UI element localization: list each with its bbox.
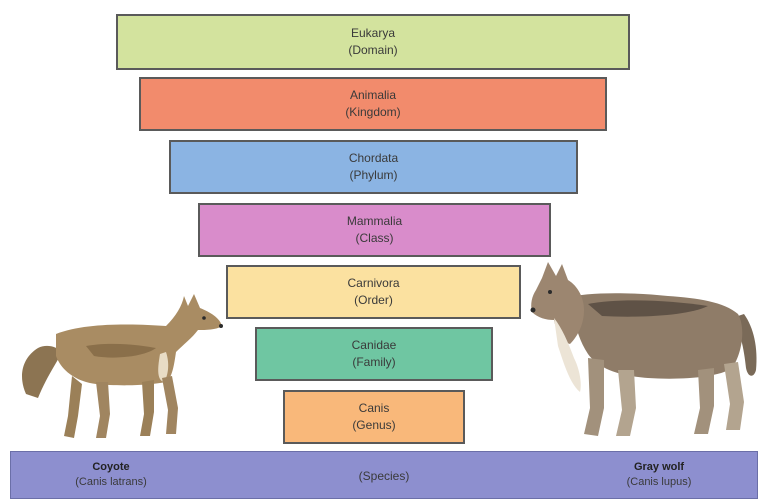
level-name: Chordata xyxy=(348,151,399,165)
level-genus: Canis (Genus) xyxy=(283,390,465,444)
level-name: Animalia xyxy=(349,88,397,102)
species-rank-label: (Species) xyxy=(358,469,410,483)
wolf-label: Gray wolf (Canis lupus) xyxy=(599,460,719,490)
level-kingdom: Animalia (Kingdom) xyxy=(139,77,607,131)
level-rank: (Kingdom) xyxy=(345,105,401,119)
level-name: Mammalia xyxy=(346,214,403,228)
level-name: Eukarya xyxy=(350,26,396,40)
level-domain: Eukarya (Domain) xyxy=(116,14,630,70)
level-rank: (Domain) xyxy=(348,43,398,57)
wolf-icon xyxy=(530,262,757,436)
level-name: Canis xyxy=(358,401,390,415)
level-rank: (Phylum) xyxy=(349,168,398,182)
coyote-icon xyxy=(22,294,223,438)
level-rank: (Order) xyxy=(354,293,393,307)
level-rank: (Family) xyxy=(352,355,396,369)
wolf-latin-name: (Canis lupus) xyxy=(626,476,692,488)
wolf-name: Gray wolf xyxy=(633,461,685,473)
level-name: Carnivora xyxy=(347,276,400,290)
coyote-latin-name: (Canis latrans) xyxy=(75,476,147,488)
species-bar: Coyote (Canis latrans) (Species) Gray wo… xyxy=(10,451,758,499)
level-class: Mammalia (Class) xyxy=(198,203,551,257)
coyote-name: Coyote xyxy=(92,461,130,473)
level-order: Carnivora (Order) xyxy=(226,265,521,319)
level-phylum: Chordata (Phylum) xyxy=(169,140,578,194)
coyote-label: Coyote (Canis latrans) xyxy=(51,460,171,490)
level-name: Canidae xyxy=(351,338,397,352)
level-rank: (Class) xyxy=(355,231,394,245)
level-rank: (Genus) xyxy=(352,418,396,432)
level-family: Canidae (Family) xyxy=(255,327,493,381)
